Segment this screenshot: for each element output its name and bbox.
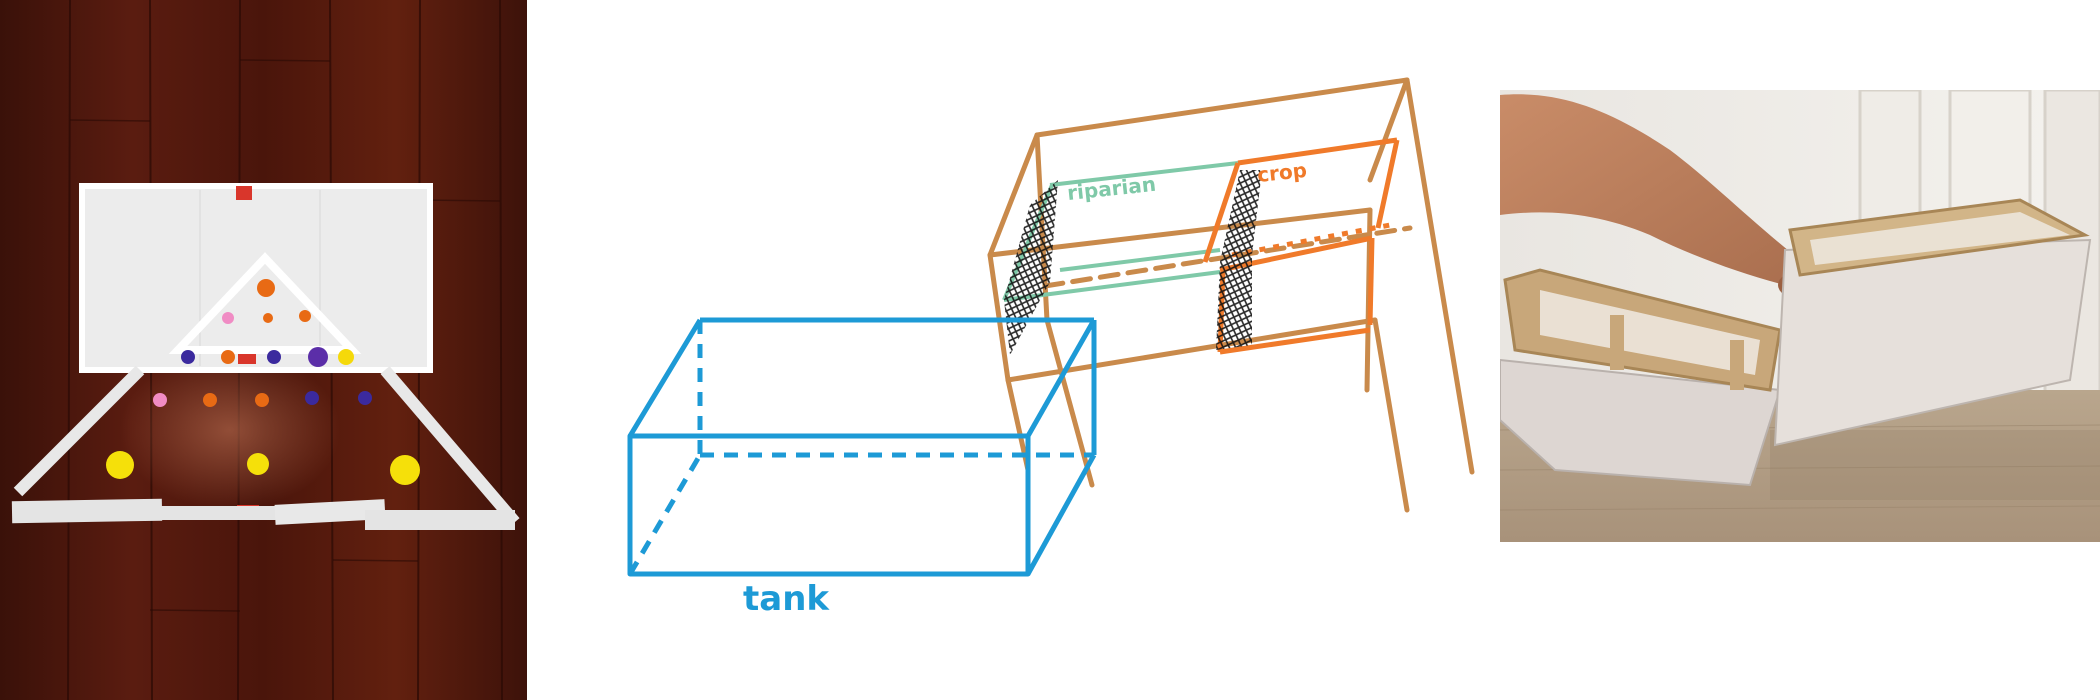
pom-pom: [181, 350, 195, 364]
tape-base: [274, 499, 386, 525]
pom-pom: [247, 453, 269, 475]
riparian-label: riparian: [1066, 172, 1157, 205]
tank-box: [627, 317, 1097, 577]
pom-pom: [257, 279, 275, 297]
pom-pom: [263, 313, 273, 323]
tank-label: tank: [743, 579, 830, 619]
pom-pom: [222, 312, 234, 324]
red-tape: [236, 186, 252, 200]
pom-pom: [299, 310, 311, 322]
pom-pom: [203, 393, 217, 407]
crop-label: crop: [1256, 158, 1308, 187]
floor-layout-photo: [0, 0, 527, 700]
paper-sheet: [79, 183, 433, 373]
arm: [1500, 94, 1805, 290]
pom-pom: [106, 451, 134, 479]
pom-pom: [390, 455, 420, 485]
tape-base: [11, 498, 163, 524]
red-tape: [238, 352, 256, 364]
pom-pom: [153, 393, 167, 407]
enclosure-sketch: riparian crop tank: [527, 0, 1500, 700]
tape-triangle: [380, 366, 520, 526]
wooden-box-photo: [1500, 90, 2100, 542]
pom-pom: [305, 391, 319, 405]
tape-base: [365, 510, 515, 530]
mesh-panel: [1004, 180, 1058, 355]
light-glare: [120, 350, 340, 510]
tape-triangle: [13, 365, 145, 497]
pom-pom: [308, 347, 328, 367]
pom-pom: [358, 391, 372, 405]
tape-base: [160, 506, 280, 520]
pom-pom: [221, 350, 235, 364]
pom-pom: [267, 350, 281, 364]
paper-triangle: [168, 252, 362, 354]
pom-pom: [338, 349, 354, 365]
pom-pom: [255, 393, 269, 407]
mesh-panel: [1216, 170, 1262, 350]
